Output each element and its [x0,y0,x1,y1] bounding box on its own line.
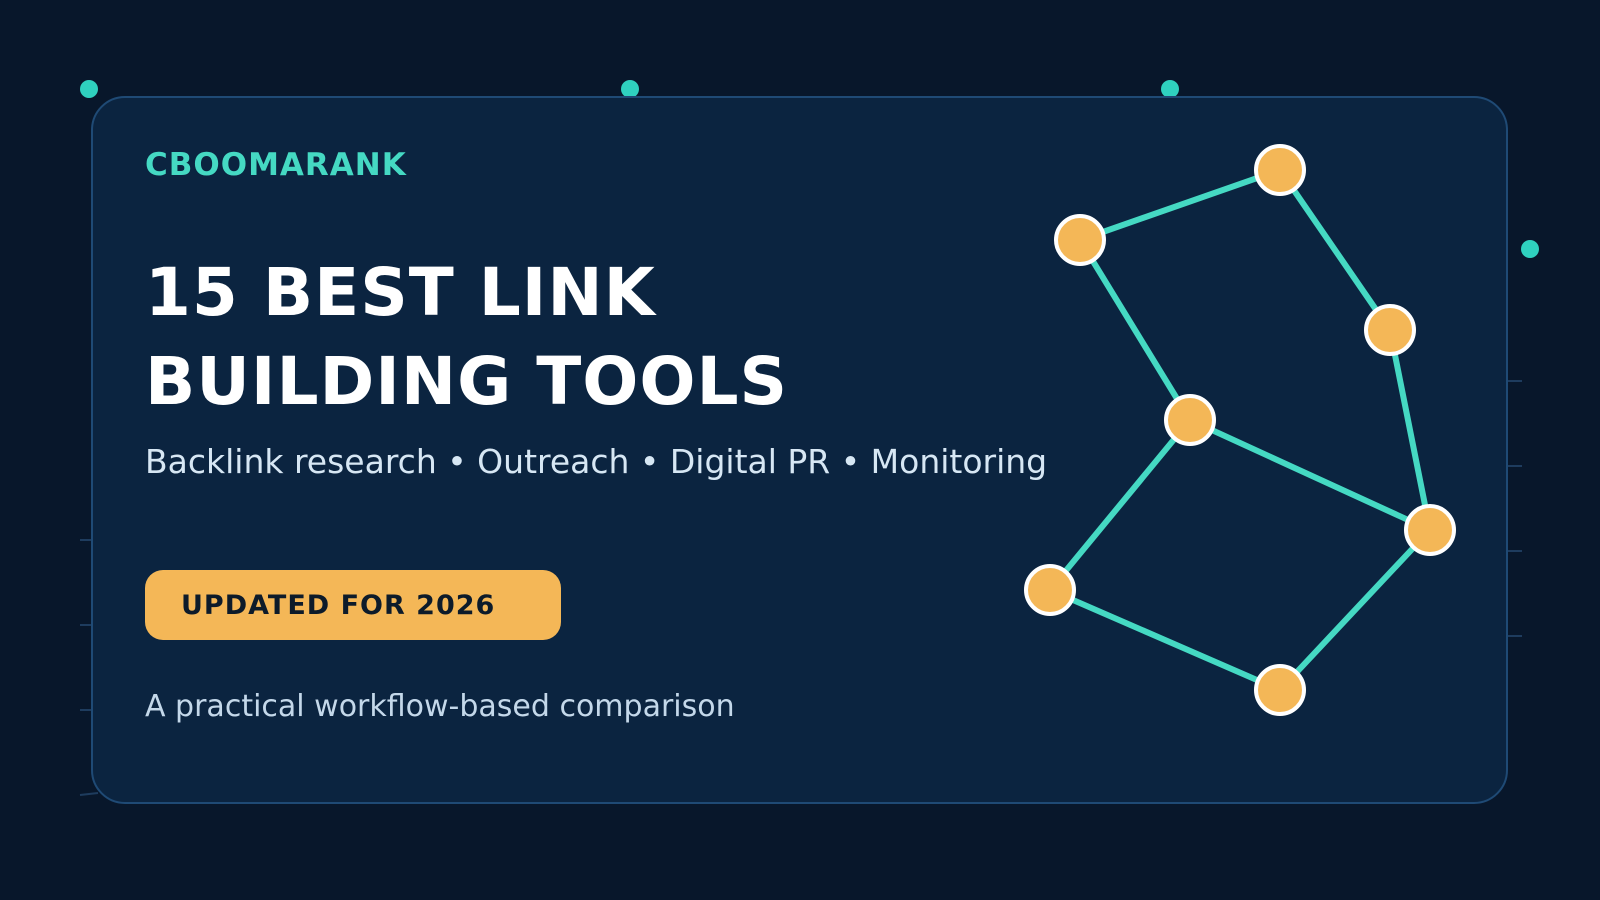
network-node [1054,214,1106,266]
network-edge [1077,237,1193,423]
decor-dot [80,80,98,98]
tagline: A practical workflow-based comparison [145,689,735,724]
network-edge [1047,417,1193,593]
network-edge [1047,587,1283,693]
decor-dot [1521,240,1539,258]
network-edge [1387,327,1433,533]
network-node [1404,504,1456,556]
network-node [1254,664,1306,716]
decor-dot [1161,80,1179,98]
network-edge [1187,417,1433,533]
subtitle: Backlink research • Outreach • Digital P… [145,442,1048,481]
decor-ticks-right [1508,380,1522,637]
headline-line-2: BUILDING TOOLS [145,343,789,420]
updated-badge-label: UPDATED FOR 2026 [181,589,496,621]
updated-badge: UPDATED FOR 2026 [145,570,561,640]
network-edge [1277,527,1433,693]
network-node [1254,144,1306,196]
brand-name: CBOOMARANK [145,147,407,183]
decor-dot [621,80,639,98]
headline-line-1: 15 BEST LINK [145,254,656,331]
network-nodes [1024,144,1456,716]
decor-ticks-left [79,539,99,796]
network-node [1364,304,1416,356]
network-edge [1277,167,1393,333]
network-edge [1077,167,1283,243]
network-node [1024,564,1076,616]
network-node [1164,394,1216,446]
network-edges [1047,167,1433,693]
page-title: 15 BEST LINK BUILDING TOOLS [145,248,788,426]
